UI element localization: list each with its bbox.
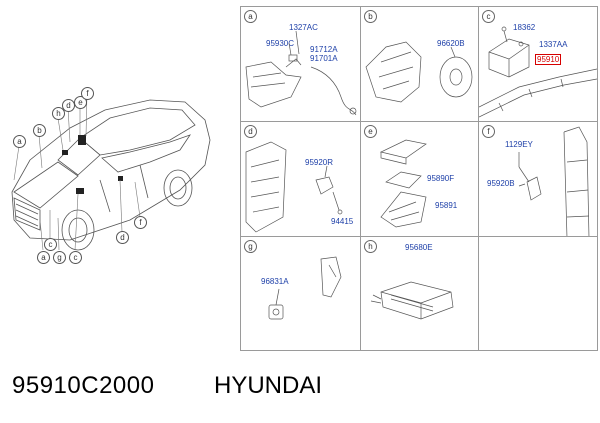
side-sensor-drawing bbox=[518, 126, 590, 238]
section-c: c 18362 1337AA 95910 bbox=[478, 6, 598, 122]
car-callout-d2: d bbox=[116, 231, 129, 244]
car-callout-c: c bbox=[44, 238, 57, 251]
section-tag-h: h bbox=[364, 240, 377, 253]
parts-grid: a 1327AC 95930C 91712A 91701A b 96620B bbox=[240, 6, 598, 351]
car-callout-g: g bbox=[53, 251, 66, 264]
section-tag-d: d bbox=[244, 125, 257, 138]
car-callout-h: h bbox=[52, 107, 65, 120]
section-tag-a: a bbox=[244, 10, 257, 23]
section-b: b 96620B bbox=[360, 6, 479, 122]
section-tag-c: c bbox=[482, 10, 495, 23]
car-callout-b: b bbox=[33, 124, 46, 137]
footer-brand: HYUNDAI bbox=[214, 372, 323, 399]
front-module-drawing bbox=[245, 30, 357, 116]
part-95910-highlighted[interactable]: 95910 bbox=[535, 54, 562, 65]
footer-part-number: 95910C2000 bbox=[12, 372, 155, 399]
part-95680E[interactable]: 95680E bbox=[405, 243, 433, 252]
part-95930C[interactable]: 95930C bbox=[266, 39, 295, 48]
part-1327AC[interactable]: 1327AC bbox=[289, 23, 318, 32]
section-e: e 95890F 95891 bbox=[360, 121, 479, 237]
part-95891[interactable]: 95891 bbox=[435, 201, 458, 210]
section-tag-f: f bbox=[482, 125, 495, 138]
car-callout-a2: a bbox=[37, 251, 50, 264]
car-callout-a: a bbox=[13, 135, 26, 148]
part-96620B[interactable]: 96620B bbox=[437, 39, 465, 48]
section-g: g 96831A bbox=[240, 236, 361, 351]
part-96831A[interactable]: 96831A bbox=[261, 277, 289, 286]
part-1337AA[interactable]: 1337AA bbox=[539, 40, 568, 49]
section-tag-b: b bbox=[364, 10, 377, 23]
part-18362[interactable]: 18362 bbox=[513, 23, 536, 32]
car-callout-f2: f bbox=[134, 216, 147, 229]
bracket-sensor-drawing bbox=[268, 256, 342, 320]
horn-drawing bbox=[365, 41, 473, 103]
section-tag-e: e bbox=[364, 125, 377, 138]
part-95890F[interactable]: 95890F bbox=[427, 174, 455, 183]
car-illustration bbox=[11, 92, 211, 251]
part-91701A[interactable]: 91701A bbox=[310, 54, 338, 63]
section-a: a 1327AC 95930C 91712A 91701A bbox=[240, 6, 361, 122]
section-tag-g: g bbox=[244, 240, 257, 253]
section-h: h 95680E bbox=[360, 236, 479, 351]
door-module-drawing bbox=[245, 141, 343, 233]
bracket-drawing bbox=[379, 139, 427, 228]
car-callout-d: d bbox=[62, 99, 75, 112]
car-callout-c2: c bbox=[69, 251, 82, 264]
part-95920R[interactable]: 95920R bbox=[305, 158, 334, 167]
part-91712A[interactable]: 91712A bbox=[310, 45, 338, 54]
section-f: f 1129EY 95920B bbox=[478, 121, 598, 238]
part-94415[interactable]: 94415 bbox=[331, 217, 354, 226]
section-empty bbox=[478, 236, 598, 351]
section-d: d 95920R 94415 bbox=[240, 121, 361, 237]
airbag-sensor-drawing bbox=[479, 26, 598, 118]
control-unit-drawing bbox=[370, 281, 454, 320]
part-95920B[interactable]: 95920B bbox=[487, 179, 515, 188]
car-callout-f: f bbox=[81, 87, 94, 100]
part-1129EY[interactable]: 1129EY bbox=[505, 140, 533, 149]
